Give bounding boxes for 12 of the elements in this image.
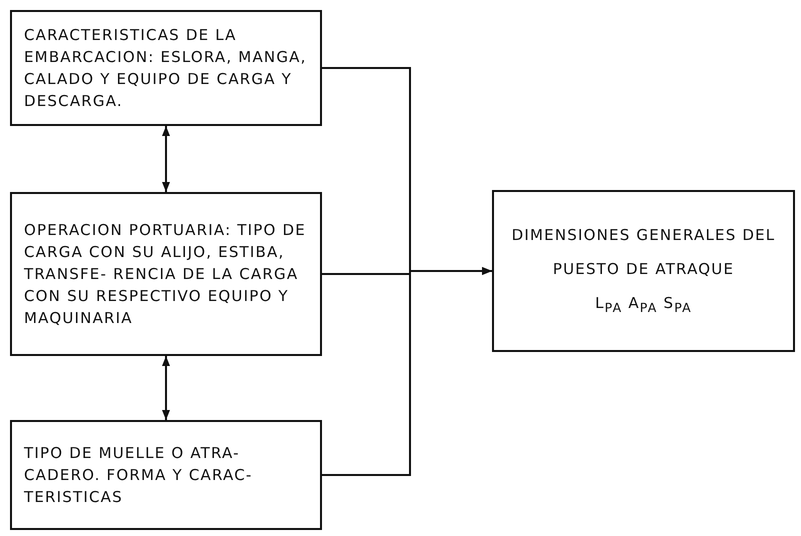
box-text: TIPO DE MUELLE O ATRA- CADERO. FORMA Y CARAC- TERISTICAS (24, 443, 254, 508)
arrow (322, 267, 492, 476)
process-box (10, 420, 322, 530)
box-text: CARACTERISTICAS DE LA EMBARCACION: ESLORA, MANGA, CALADO Y EQUIPO DE CARGA Y DESCARGA. (24, 25, 308, 112)
symbol-text: L$_{PA}$ A$_{PA}$ S$_{PA}$ (595, 292, 692, 316)
box-text: OPERACION PORTUARIA: TIPO DE CARGA CON SU ALIJO, ESTIBA, TRANSFE- RENCIA DE LA CARGA CON SU RESPECTIVO EQUIPO Y MAQUINARIA (24, 220, 307, 329)
process-box (10, 10, 322, 126)
arrow (162, 356, 170, 420)
box-text: DIMENSIONES GENERALES DEL PUESTO DE ATRAQUE (510, 224, 776, 280)
process-box (492, 190, 795, 352)
arrow (162, 126, 170, 192)
process-box (10, 192, 322, 356)
